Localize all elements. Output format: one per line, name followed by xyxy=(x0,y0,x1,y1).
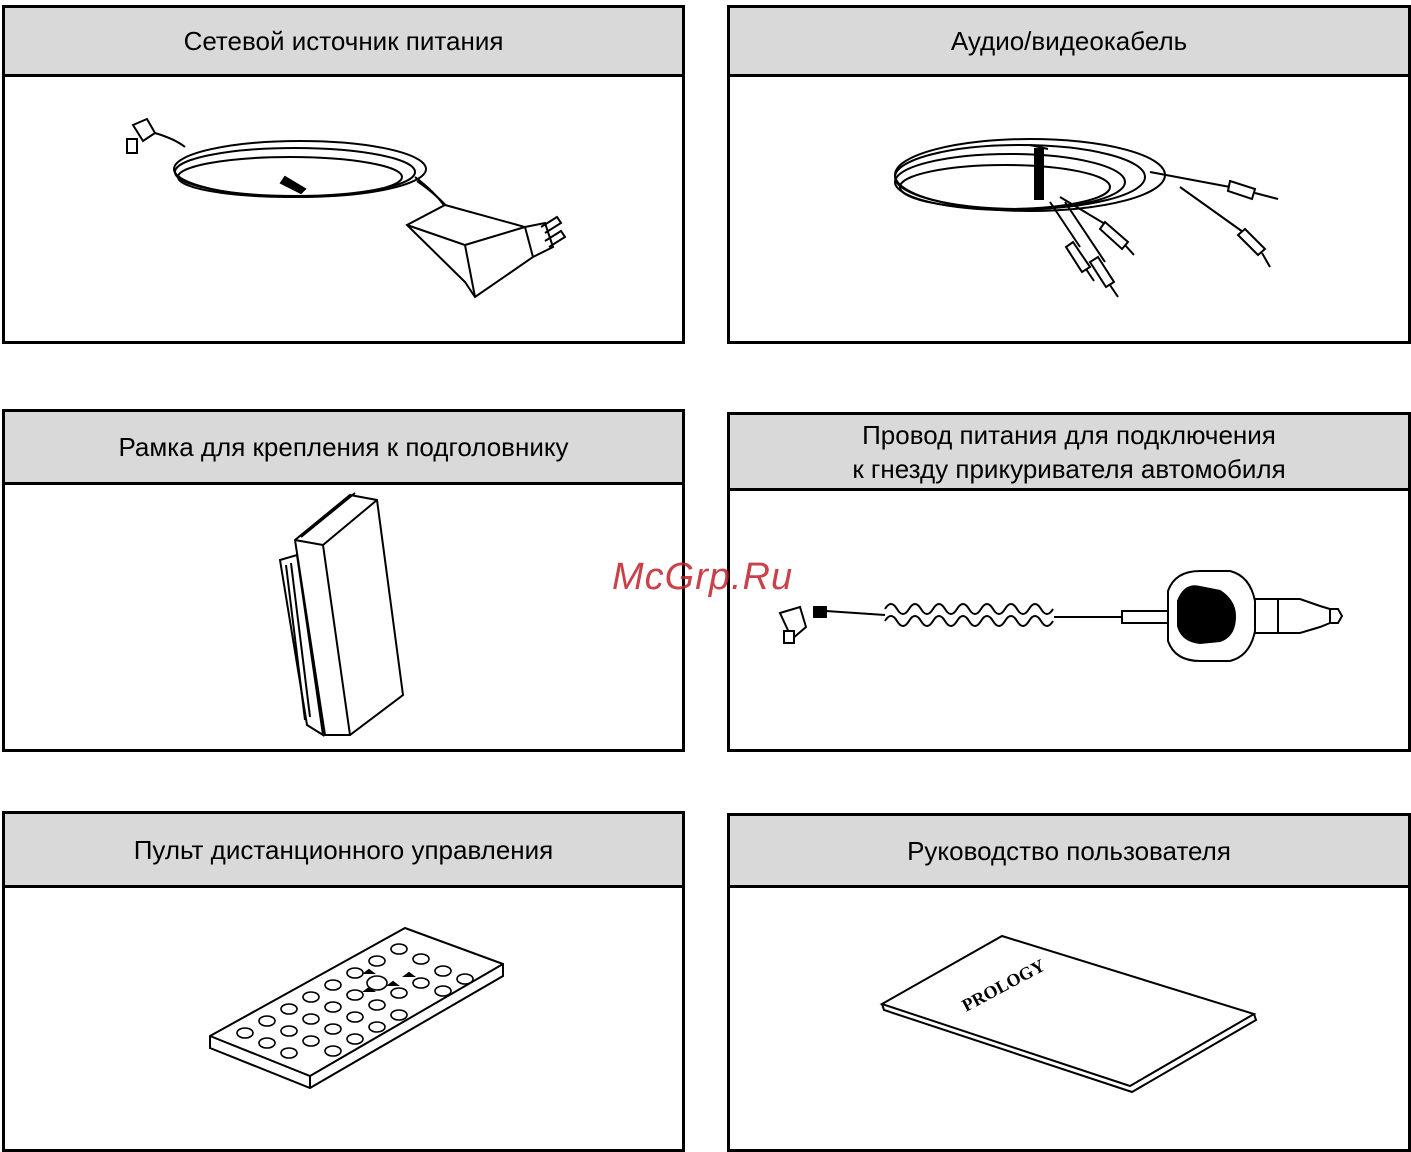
panel-header: Аудио/видеокабель xyxy=(730,8,1408,77)
watermark: McGrp.Ru xyxy=(612,556,793,599)
panel-title-line-1: Провод питания для подключения xyxy=(862,418,1276,452)
remote-control-illustration xyxy=(5,888,682,1149)
remote-control-icon xyxy=(5,888,682,1149)
panel-title: Аудио/видеокабель xyxy=(951,24,1187,58)
panel-header: Провод питания для подключения к гнезду … xyxy=(730,415,1408,491)
panel-header: Сетевой источник питания xyxy=(5,8,682,77)
av-cable-illustration xyxy=(730,77,1408,341)
panel-title: Сетевой источник питания xyxy=(184,24,504,58)
car-power-cord-icon xyxy=(730,491,1408,749)
user-manual-icon: PROLOGY xyxy=(730,888,1408,1149)
panel-headrest-frame: Рамка для крепления к подголовнику xyxy=(2,409,685,752)
power-adapter-illustration xyxy=(5,77,682,341)
panel-title-line-2: к гнезду прикуривателя автомобиля xyxy=(852,452,1285,486)
panel-user-manual: Руководство пользователя PROLOGY xyxy=(727,813,1411,1152)
panel-header: Пульт дистанционного управления xyxy=(5,814,682,888)
panel-title: Руководство пользователя xyxy=(907,834,1231,868)
power-adapter-icon xyxy=(5,77,682,341)
panel-header: Руководство пользователя xyxy=(730,816,1408,888)
headrest-frame-icon xyxy=(5,485,682,749)
headrest-frame-illustration xyxy=(5,485,682,749)
panel-title: Пульт дистанционного управления xyxy=(134,833,554,867)
panel-power-adapter: Сетевой источник питания xyxy=(2,5,685,344)
panel-header: Рамка для крепления к подголовнику xyxy=(5,412,682,485)
panel-av-cable: Аудио/видеокабель xyxy=(727,5,1411,344)
av-cable-icon xyxy=(730,77,1408,341)
user-manual-illustration: PROLOGY xyxy=(730,888,1408,1149)
panel-remote-control: Пульт дистанционного управления xyxy=(2,811,685,1152)
panel-title: Рамка для крепления к подголовнику xyxy=(118,430,568,464)
car-power-cord-illustration xyxy=(730,491,1408,749)
panel-car-power-cord: Провод питания для подключения к гнезду … xyxy=(727,412,1411,752)
